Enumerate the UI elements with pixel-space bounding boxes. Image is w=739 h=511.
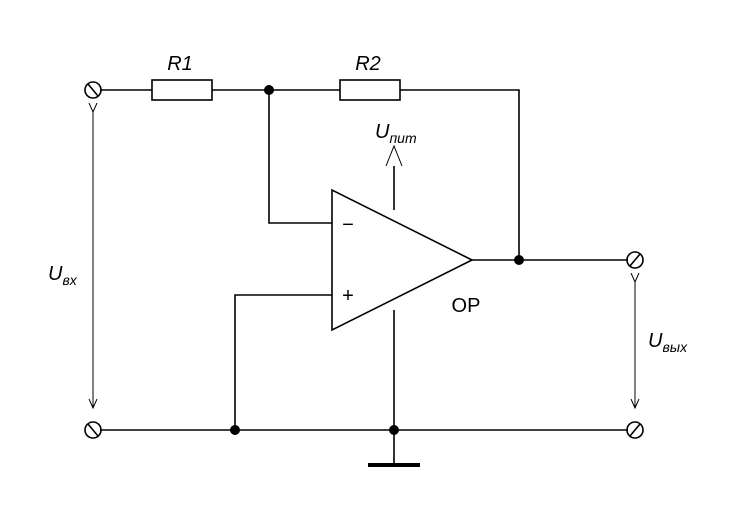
junction-dot bbox=[264, 85, 274, 95]
output-voltage-label: Uвых bbox=[648, 330, 688, 355]
resistor-r1-label: R1 bbox=[167, 53, 193, 75]
opamp-label: OP bbox=[452, 295, 481, 317]
opamp-inverting-sign: − bbox=[342, 214, 354, 236]
terminal-icon bbox=[84, 421, 102, 439]
terminal-input-top bbox=[84, 81, 102, 99]
resistor-r2-label: R2 bbox=[355, 53, 381, 75]
opamp-triangle bbox=[331, 188, 474, 332]
terminal-icon bbox=[84, 81, 102, 99]
terminal-icon bbox=[626, 421, 644, 439]
supply-voltage-label: Uпит bbox=[375, 121, 417, 146]
resistor-r1 bbox=[151, 79, 213, 101]
resistor-r2 bbox=[339, 79, 401, 101]
junction-dot bbox=[514, 255, 524, 265]
terminal-icon bbox=[626, 251, 644, 269]
wire-noninverting-input bbox=[234, 294, 332, 430]
terminal-output-top bbox=[626, 251, 644, 269]
junctions bbox=[230, 85, 524, 435]
wires bbox=[100, 89, 628, 465]
terminal-output-bottom bbox=[626, 421, 644, 439]
wire-feedback bbox=[400, 89, 520, 260]
opamp-noninverting-sign: + bbox=[342, 285, 354, 307]
junction-dot bbox=[389, 425, 399, 435]
supply-arrow-icon bbox=[385, 144, 403, 167]
terminal-input-bottom bbox=[84, 421, 102, 439]
input-voltage-label: Uвх bbox=[48, 263, 78, 288]
junction-dot bbox=[230, 425, 240, 435]
wire-inverting-input bbox=[268, 90, 332, 224]
